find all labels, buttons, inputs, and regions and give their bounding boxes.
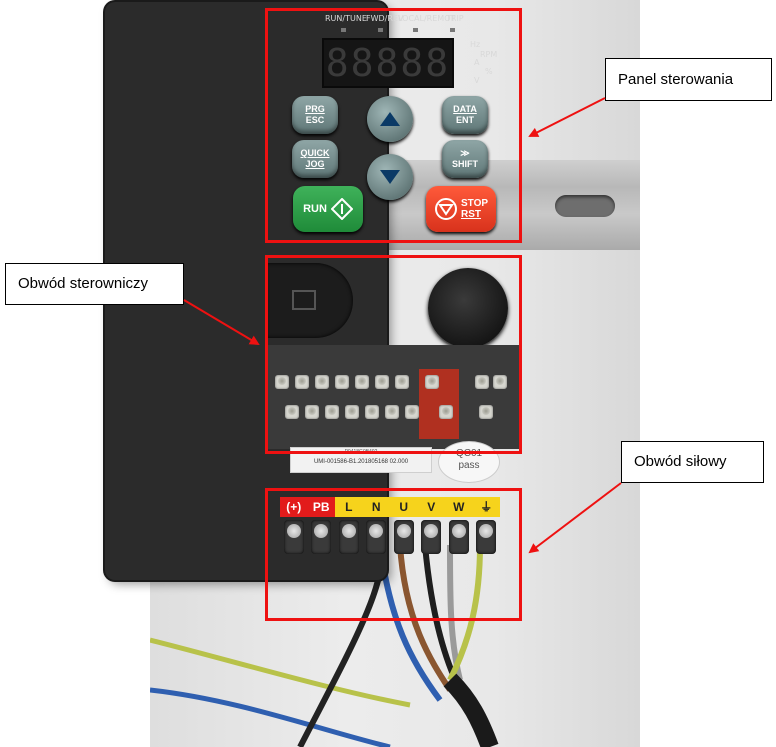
cable-sleeve	[443, 673, 499, 747]
run-button[interactable]: RUN	[293, 186, 363, 232]
keypad-connector-cover	[265, 263, 353, 338]
cable-blue	[150, 687, 391, 747]
power-terminal-screw	[476, 520, 497, 554]
control-terminal-block	[267, 345, 519, 449]
terminal-screw	[493, 375, 507, 389]
terminal-screw	[305, 405, 319, 419]
prg-label: PRG	[305, 104, 325, 114]
power-terminal-label: V	[417, 497, 445, 517]
indicator-led	[413, 28, 418, 32]
terminal-screw	[479, 405, 493, 419]
terminal-screw	[315, 375, 329, 389]
up-button[interactable]	[367, 96, 413, 142]
terminal-screw	[375, 375, 389, 389]
terminal-screw	[395, 375, 409, 389]
indicator-label-trip: TRIP	[446, 14, 464, 23]
callout-obwod-sterowniczy: Obwód sterowniczy	[5, 263, 184, 305]
run-label: RUN	[303, 203, 327, 215]
qc-stamp-line-2: pass	[458, 460, 480, 471]
power-terminal-label: PB	[307, 497, 335, 517]
callout-obwod-silowy: Obwód siłowy	[621, 441, 764, 483]
terminal-screw	[365, 405, 379, 419]
unit-label-rpm: RPM	[480, 50, 498, 59]
ground-cable-yellow-green	[150, 637, 411, 708]
terminal-screw	[275, 375, 289, 389]
terminal-screw	[385, 405, 399, 419]
rail-slot	[555, 195, 615, 217]
rst-label: RST	[460, 209, 481, 220]
power-terminal-screw	[338, 520, 359, 554]
power-terminal-label: L	[335, 497, 363, 517]
power-terminal-screw	[366, 520, 387, 554]
terminal-screw	[295, 375, 309, 389]
indicator-label-run-tune: RUN/TUNE	[325, 14, 367, 23]
power-terminal-screw	[393, 520, 414, 554]
shift-label: SHIFT	[452, 159, 478, 169]
indicator-led	[341, 28, 346, 32]
seven-segment-display: 88888	[322, 38, 454, 88]
stop-triangle-icon	[434, 198, 457, 220]
terminal-screw	[475, 375, 489, 389]
quick-jog-button[interactable]: QUICK JOG	[292, 140, 338, 178]
data-label: DATA	[453, 104, 477, 114]
run-diamond-icon	[330, 198, 353, 220]
terminal-screw	[425, 375, 439, 389]
unit-label-v: V	[474, 76, 480, 85]
connector-icon	[292, 290, 316, 310]
arrow-up-icon	[380, 112, 400, 126]
terminal-screw	[439, 405, 453, 419]
highlight-box-power-circuit	[265, 488, 522, 621]
indicator-led	[378, 28, 383, 32]
terminal-screw	[285, 405, 299, 419]
quick-label: QUICK	[300, 148, 330, 158]
esc-label: ESC	[305, 115, 325, 125]
indicator-label-fwd-rev: FWD/REV	[366, 14, 404, 23]
stop-rst-button[interactable]: STOP RST	[426, 186, 496, 232]
power-terminal-screw	[311, 520, 332, 554]
arrow-down-icon	[380, 170, 400, 184]
highlight-box-control-panel	[265, 8, 522, 243]
highlight-box-control-circuit	[265, 255, 522, 454]
shift-button[interactable]: ≫ SHIFT	[442, 140, 488, 178]
power-terminal-label: N	[362, 497, 390, 517]
indicator-label-local-remot: LOCAL/REMOT	[398, 14, 456, 23]
sticker-line-2: UMI-001586-B1.201805168 02.000	[313, 459, 409, 465]
terminal-screw	[335, 375, 349, 389]
stop-label: STOP	[460, 198, 489, 209]
terminal-screw	[405, 405, 419, 419]
unit-label-percent: %	[485, 67, 493, 76]
jog-label: JOG	[305, 159, 325, 169]
terminal-screw	[355, 375, 369, 389]
terminal-screw	[345, 405, 359, 419]
power-terminal-label: U	[390, 497, 418, 517]
unit-label-hz: Hz	[470, 40, 481, 49]
potentiometer-knob[interactable]	[428, 268, 508, 348]
data-ent-button[interactable]: DATA ENT	[442, 96, 488, 134]
power-terminal-label: ⏚	[472, 497, 500, 517]
unit-label-a: A	[474, 58, 480, 67]
terminal-screw	[325, 405, 339, 419]
power-terminal-label: (+)	[280, 497, 308, 517]
power-terminal-screw	[448, 520, 469, 554]
prg-esc-button[interactable]: PRG ESC	[292, 96, 338, 134]
callout-panel-sterowania: Panel sterowania	[605, 58, 772, 101]
shift-arrows-icon: ≫	[460, 148, 470, 158]
cable-brown	[397, 544, 453, 692]
indicator-led	[450, 28, 455, 32]
power-terminal-label: W	[445, 497, 473, 517]
power-terminal-screw	[283, 520, 304, 554]
power-terminal-screw	[421, 520, 442, 554]
ent-label: ENT	[456, 115, 474, 125]
down-button[interactable]	[367, 154, 413, 200]
